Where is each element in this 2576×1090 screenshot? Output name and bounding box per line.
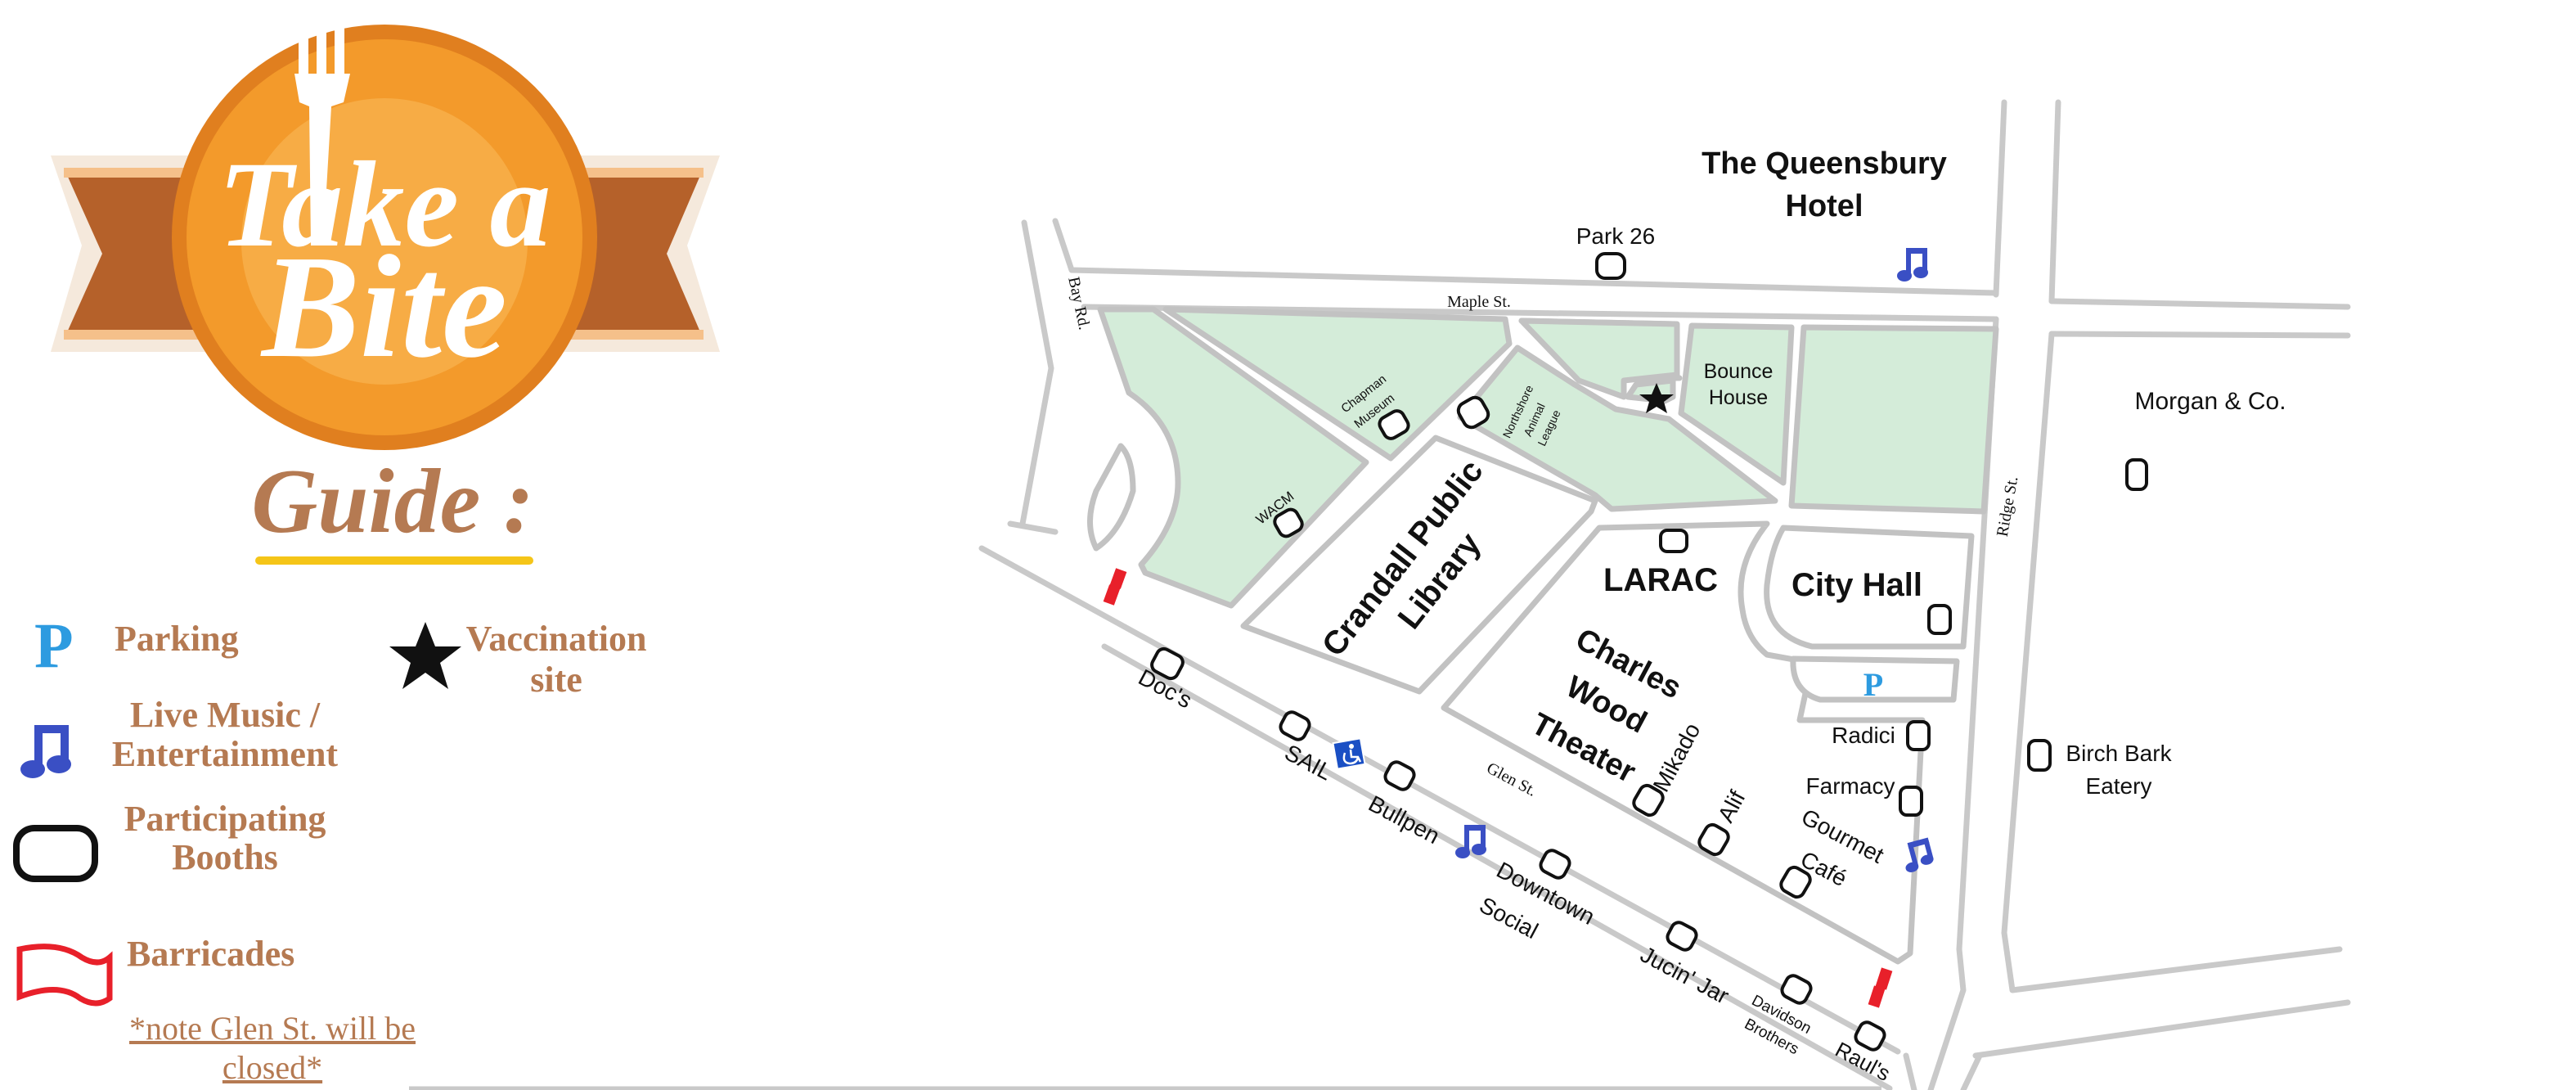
label-sail: SAIL [1280, 740, 1336, 786]
booth-downtown [1539, 849, 1571, 880]
street-ridge: Ridge St. [1994, 475, 2022, 538]
block-east-green [1788, 324, 1999, 515]
legend-booths-line2: Booths [172, 837, 278, 877]
take-a-bite-logo: Take a Bite Guide : [51, 8, 720, 565]
label-morgan: Morgan & Co. [2134, 388, 2286, 415]
label-queensbury-line1: The Queensbury [1702, 146, 1947, 181]
label-farmacy: Farmacy [1806, 773, 1895, 799]
booth-larac [1659, 529, 1688, 553]
block-chapman [1162, 306, 1513, 462]
label-bounce-line1: Bounce [1704, 360, 1774, 383]
logo-line1: Take a [218, 137, 551, 272]
accessibility-icon [1332, 737, 1366, 770]
note-line1: *note Glen St. will be [129, 1010, 416, 1047]
booth-morgan [2125, 458, 2148, 491]
fork-icon [294, 8, 350, 245]
music-note-icon-queensbury [1897, 248, 1928, 282]
note-line2: closed* [223, 1049, 322, 1086]
booth-icon [13, 825, 98, 882]
legend-music-line1: Live Music / [130, 695, 321, 735]
block-bounce-house [1678, 322, 1795, 486]
barricade-icon-east [1868, 967, 1893, 1008]
barricade-icon-west [1103, 568, 1127, 606]
booth-birchbark [2027, 739, 2052, 772]
booth-jucin [1666, 921, 1698, 952]
booth-mikado [1632, 783, 1665, 818]
booth-alif [1697, 822, 1730, 857]
block-parking [1790, 655, 1960, 703]
booth-chapman [1378, 409, 1410, 440]
label-park26: Park 26 [1576, 223, 1656, 249]
block-vaccination-b [1518, 318, 1680, 400]
music-note-icon-glen [1455, 825, 1486, 858]
booth-gourmet [1779, 865, 1812, 899]
parking-icon: P [34, 610, 74, 681]
booth-rauls [1854, 1020, 1886, 1052]
star-icon [389, 622, 461, 689]
label-birchbark-line2: Eatery [2086, 773, 2152, 799]
label-radici: Radici [1832, 723, 1895, 748]
label-bounce-line2: House [1709, 386, 1768, 409]
street-maple: Maple St. [1447, 293, 1511, 311]
block-northshore [1457, 345, 1778, 512]
booth-wacm [1273, 507, 1304, 538]
guide-title: Guide : [251, 451, 533, 552]
booth-farmacy [1899, 786, 1923, 817]
block-city-hall [1764, 525, 1975, 650]
vaccination-star-icon [1639, 383, 1674, 413]
barricade-icon [16, 944, 113, 1007]
legend-barricades-label: Barricades [127, 934, 294, 974]
parking-icon-map: P [1863, 666, 1883, 703]
legend-booths-line1: Participating [124, 799, 326, 839]
booth-docs [1150, 646, 1185, 681]
label-bullpen: Bullpen [1364, 790, 1444, 849]
street-bay: Bay Rd. [1064, 275, 1093, 331]
legend-parking-label: Parking [115, 619, 239, 659]
city-blocks [1097, 306, 1999, 965]
booth-bullpen [1383, 760, 1416, 791]
legend-vaccination-line1: Vaccination [466, 619, 647, 659]
label-city-hall: City Hall [1792, 567, 1922, 603]
guide-underline [255, 556, 533, 565]
legend-vaccination-line2: site [530, 660, 582, 700]
label-birchbark-line1: Birch Bark [2066, 741, 2172, 766]
legend: P Parking Vaccination site Live Music / … [13, 610, 647, 1086]
label-larac: LARAC [1603, 562, 1718, 598]
label-queensbury-line2: Hotel [1786, 189, 1863, 223]
booths [1150, 252, 2148, 1052]
legend-music-line2: Entertainment [112, 734, 339, 774]
music-note-icon [20, 725, 71, 778]
street-glen: Glen St. [1484, 759, 1540, 800]
booth-davidson [1780, 974, 1813, 1005]
music-note-icon-gourmet [1905, 837, 1934, 872]
block-library [1240, 435, 1598, 695]
booth-radici [1906, 720, 1931, 751]
booth-park26 [1595, 252, 1626, 280]
logo-line2: Bite [260, 225, 507, 388]
booth-sail [1279, 710, 1311, 741]
booth-northshore [1456, 395, 1490, 430]
road-island [1087, 443, 1136, 552]
booth-city-hall [1927, 604, 1952, 635]
